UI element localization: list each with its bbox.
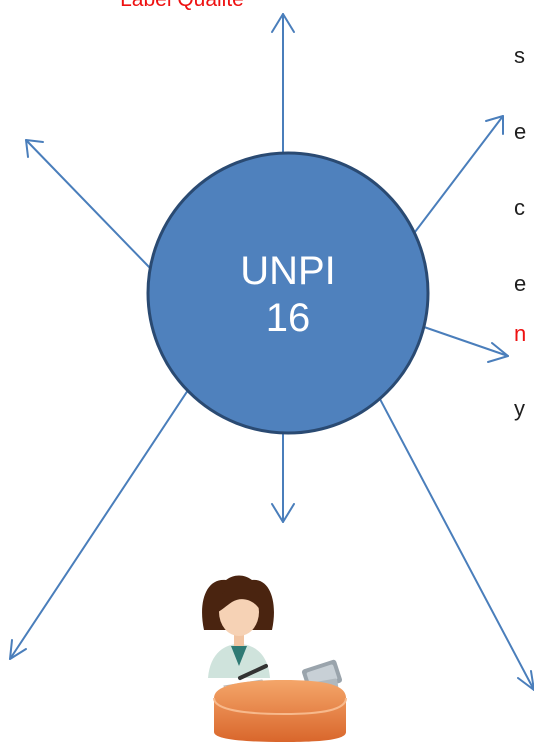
left-fragment-2: e [514, 119, 527, 144]
left-fragment-6: y [514, 396, 525, 421]
person-at-desk-icon [202, 575, 347, 742]
left-fragment-3: c [514, 195, 525, 220]
left-fragment-5: n [514, 321, 527, 346]
arrow-lower-right [362, 366, 534, 691]
left-fragment-4: e [514, 271, 527, 296]
arrow-upper-left [25, 139, 151, 269]
unpi-hub-circle [146, 151, 430, 435]
arrow-lower-left [9, 371, 201, 660]
spoke-arrows [9, 13, 534, 691]
left-fragment-1: s [514, 43, 525, 68]
arrow-up [271, 13, 295, 153]
arrow-down [271, 424, 295, 523]
top-label: Label Qualité [92, 0, 272, 12]
